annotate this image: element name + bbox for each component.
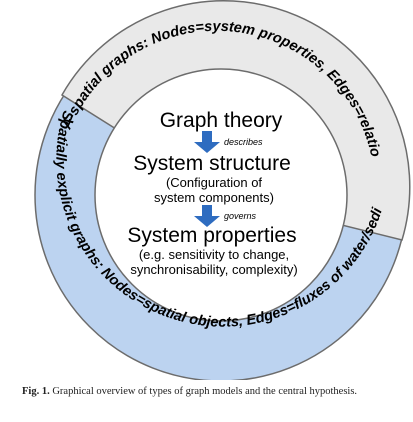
caption-label: Fig. 1. — [22, 386, 50, 397]
caption-text: Graphical overview of types of graph mod… — [52, 386, 358, 397]
configuration-line2: system components) — [154, 190, 274, 205]
describes-label: describes — [224, 137, 263, 147]
graph-models-diagram: A-spatial graphs: Nodes=system propertie… — [0, 0, 411, 380]
system-properties-label: System properties — [127, 224, 296, 247]
governs-label: governs — [224, 211, 257, 221]
inner-disc — [94, 68, 348, 322]
graph-theory-label: Graph theory — [160, 109, 283, 132]
system-structure-label: System structure — [133, 152, 291, 175]
configuration-line1: (Configuration of — [166, 175, 262, 190]
governs-arrow-icon — [194, 205, 220, 227]
properties-line2: synchronisability, complexity) — [130, 262, 297, 277]
properties-line1: (e.g. sensitivity to change, — [139, 247, 289, 262]
describes-arrow-icon — [194, 131, 220, 153]
figure-caption: Fig. 1. Graphical overview of types of g… — [22, 386, 402, 397]
